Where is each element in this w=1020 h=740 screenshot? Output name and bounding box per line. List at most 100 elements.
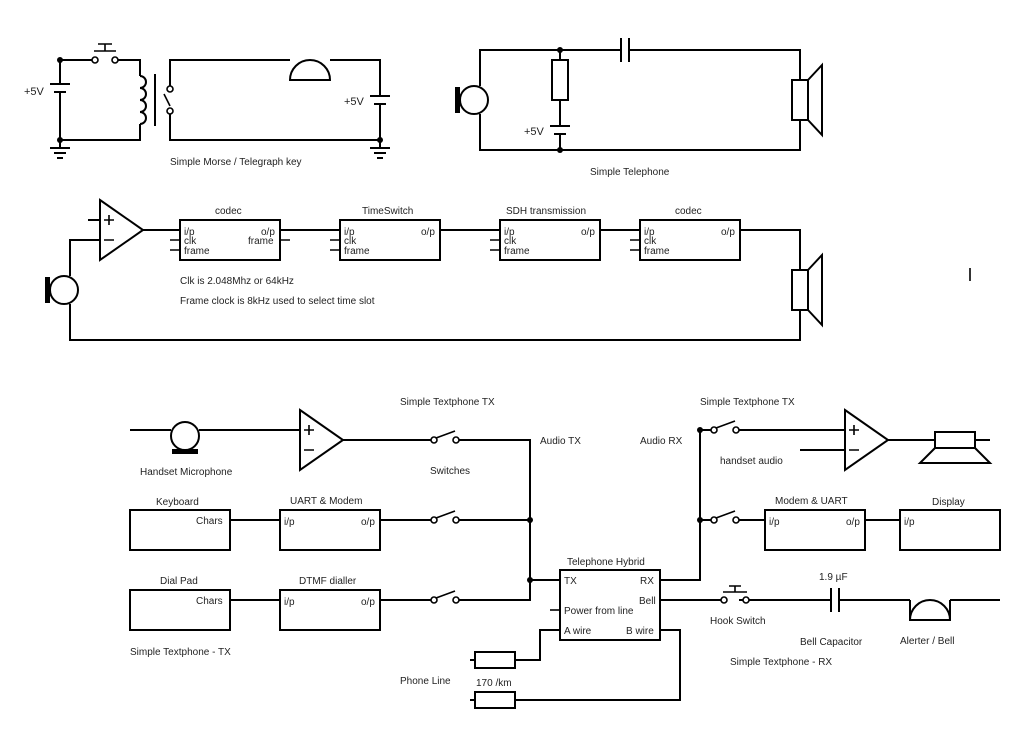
codec2-in: i/p [644,227,655,238]
codec2-out: o/p [721,227,735,238]
dial-pad-block [129,589,231,631]
morse-supply-left-label: +5V [24,86,45,98]
modem-uart-title: Modem & UART [775,496,848,507]
codec1-in: i/p [184,227,195,238]
digital-amplifier-icon [99,198,145,262]
hybrid-bell: Bell [639,596,656,607]
morse-circuit: +5V +5V Simple Morse / Telegraph key [24,43,390,168]
telephone-speaker-icon [791,62,823,138]
textphone-rx: Simple Textphone TX Audio RX handset aud… [640,397,1001,668]
bell-capacitor-label: Bell Capacitor [800,637,863,648]
sdh-block: SDH transmission i/p clk frame o/p [499,206,601,261]
hybrid-power: Power from line [564,606,634,617]
sdh-frame: frame [504,246,530,257]
tx-amplifier-icon [299,408,345,472]
telephone-microphone-icon [455,85,489,115]
hook-switch-icon [720,585,750,604]
hybrid-and-line: Telephone Hybrid TX RX Bell Power from l… [400,557,681,709]
textphone-tx-caption: Simple Textphone - TX [130,647,231,658]
display-title: Display [932,497,965,508]
display-in: i/p [904,517,915,528]
dtmf-dialler-in: i/p [284,597,295,608]
handset-earpiece-icon [917,431,993,464]
codec1-title: codec [215,206,242,217]
rx-amplifier-icon [844,408,890,472]
switches-label: Switches [430,466,470,477]
hybrid-b-wire: B wire [626,626,654,637]
capacitance-label: 1.9 µF [819,572,848,583]
codec1-frame: frame [184,246,210,257]
textphone-tx: Simple Textphone TX Handset Microphone S… [129,397,581,658]
phone-line-label: Phone Line [400,676,451,687]
codec1-block: codec i/p clk frame o/p frame [179,206,281,261]
sdh-in: i/p [504,227,515,238]
audio-rx-label: Audio RX [640,436,683,447]
textphone-tx-title: Simple Textphone TX [400,397,495,408]
display-block [899,509,1001,551]
sdh-out: o/p [581,227,595,238]
tx-audio-switch-icon [430,430,460,444]
textphone-rx-title: Simple Textphone TX [700,397,795,408]
codec2-block: codec i/p clk frame o/p [639,206,741,261]
modem-uart-out: o/p [846,517,860,528]
keyboard-title: Keyboard [156,497,199,508]
codec1-clk: clk [184,236,197,247]
sdh-clk: clk [504,236,517,247]
codec1-out-frame: frame [248,236,274,247]
textphone-rx-caption: Simple Textphone - RX [730,657,832,668]
a-wire-resistor-icon [474,651,516,669]
codec2-title: codec [675,206,702,217]
b-wire-resistor-icon [474,691,516,709]
codec1-out: o/p [261,227,275,238]
dial-pad-out: Chars [196,596,223,607]
codec2-clk: clk [644,236,657,247]
telephone-circuit: +5V Simple Telephone [455,38,823,178]
timeswitch-frame: frame [344,246,370,257]
handset-microphone-icon [170,421,200,454]
uart-modem-block [279,509,381,551]
morse-supply-right-label: +5V [344,96,365,108]
telephone-caption: Simple Telephone [590,167,670,178]
tx-data-switch-icon [430,510,460,524]
telephone-supply-label: +5V [524,126,545,138]
dtmf-dialler-block [279,589,381,631]
keyboard-block [129,509,231,551]
telephone-hybrid-block [559,569,661,641]
hook-switch-label: Hook Switch [710,616,766,627]
timeswitch-title: TimeSwitch [362,206,413,217]
digital-chain: codec i/p clk frame o/p frame TimeSwitch… [45,198,971,341]
clock-note: Clk is 2.048Mhz or 64kHz [180,276,294,287]
alerter-bell-label: Alerter / Bell [900,636,954,647]
sdh-title: SDH transmission [506,206,586,217]
uart-modem-title: UART & Modem [290,496,362,507]
dtmf-dialler-out: o/p [361,597,375,608]
modem-uart-in: i/p [769,517,780,528]
hybrid-title: Telephone Hybrid [567,557,645,568]
uart-modem-in: i/p [284,517,295,528]
morse-caption: Simple Morse / Telegraph key [170,157,302,168]
audio-tx-label: Audio TX [540,436,581,447]
handset-microphone-label: Handset Microphone [140,467,233,478]
dial-pad-title: Dial Pad [160,576,198,587]
keyboard-out: Chars [196,516,223,527]
tx-dial-switch-icon [430,590,460,604]
rx-audio-switch-icon [710,420,740,434]
codec2-frame: frame [644,246,670,257]
frame-note: Frame clock is 8kHz used to select time … [180,296,375,307]
handset-audio-label: handset audio [720,456,783,467]
bell-icon [908,599,952,621]
timeswitch-out: o/p [421,227,435,238]
timeswitch-block: TimeSwitch i/p clk frame o/p [339,206,441,261]
timeswitch-clk: clk [344,236,357,247]
digital-speaker-icon [791,252,823,328]
uart-modem-out: o/p [361,517,375,528]
timeswitch-in: i/p [344,227,355,238]
hybrid-tx: TX [564,576,577,587]
digital-microphone-icon [45,275,79,305]
hybrid-a-wire: A wire [564,626,592,637]
modem-uart-block [764,509,866,551]
hybrid-rx: RX [640,576,654,587]
rx-data-switch-icon [710,510,740,524]
dtmf-dialler-title: DTMF dialler [299,576,357,587]
